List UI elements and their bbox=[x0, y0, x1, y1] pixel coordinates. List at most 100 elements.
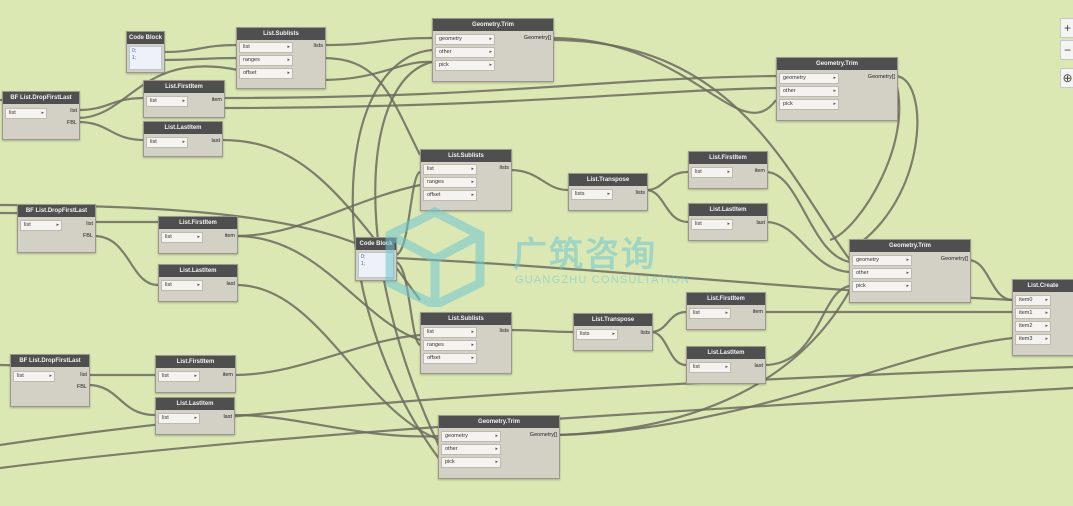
input-port[interactable]: offset bbox=[423, 190, 477, 201]
code-block-node[interactable]: Code Block 0;1; bbox=[126, 31, 165, 73]
output-port[interactable]: FBL bbox=[66, 120, 77, 126]
input-port[interactable]: list bbox=[161, 280, 203, 291]
input-port[interactable]: other bbox=[779, 86, 839, 97]
list-create-node[interactable]: List.Create item0 item1 item2 item3 bbox=[1012, 279, 1073, 356]
drop-first-last-node[interactable]: BF List.DropFirstLast list list FBL bbox=[10, 354, 90, 407]
input-port[interactable]: item1 bbox=[1015, 308, 1051, 319]
zoom-out-button[interactable]: − bbox=[1060, 40, 1073, 60]
output-port[interactable]: Geometry[] bbox=[523, 35, 551, 41]
last-item-node[interactable]: List.LastItem list last bbox=[143, 121, 223, 157]
input-port[interactable]: ranges bbox=[423, 340, 477, 351]
input-port[interactable]: list bbox=[423, 327, 477, 338]
transpose-node[interactable]: List.Transpose lists lists bbox=[568, 173, 648, 211]
first-item-node[interactable]: List.FirstItem list item bbox=[143, 80, 225, 118]
last-item-node[interactable]: List.LastItem list last bbox=[155, 397, 235, 435]
first-item-node[interactable]: List.FirstItem list item bbox=[688, 151, 768, 189]
output-port[interactable]: last bbox=[223, 414, 232, 420]
output-port[interactable]: FBL bbox=[76, 384, 87, 390]
last-item-node[interactable]: List.LastItem list last bbox=[688, 203, 768, 241]
wire bbox=[161, 56, 239, 62]
input-port[interactable]: list bbox=[158, 413, 200, 424]
geometry-trim-node[interactable]: Geometry.Trim geometry other pick Geomet… bbox=[438, 415, 560, 479]
input-port[interactable]: list bbox=[5, 108, 47, 119]
output-port[interactable]: lists bbox=[499, 165, 509, 171]
output-port[interactable]: lists bbox=[499, 328, 509, 334]
input-port[interactable]: list bbox=[691, 167, 733, 178]
input-port[interactable]: list bbox=[691, 219, 733, 230]
geometry-trim-node[interactable]: Geometry.Trim geometry other pick Geomet… bbox=[849, 239, 971, 303]
last-item-node[interactable]: List.LastItem list last bbox=[686, 346, 766, 384]
output-port[interactable]: list bbox=[70, 108, 77, 114]
input-port[interactable]: list bbox=[20, 220, 62, 231]
output-port[interactable]: last bbox=[226, 281, 235, 287]
input-port[interactable]: item0 bbox=[1015, 295, 1051, 306]
transpose-node[interactable]: List.Transpose lists lists bbox=[573, 313, 653, 351]
output-port[interactable]: Geometry[] bbox=[529, 432, 557, 438]
input-port[interactable]: other bbox=[441, 444, 501, 455]
last-item-node[interactable]: List.LastItem list last bbox=[158, 264, 238, 302]
input-port[interactable]: other bbox=[852, 268, 912, 279]
input-port[interactable]: list bbox=[239, 42, 293, 53]
drop-first-last-node[interactable]: BF List.DropFirstLast list list FBL bbox=[17, 204, 96, 253]
input-port[interactable]: ranges bbox=[239, 55, 293, 66]
output-port[interactable]: last bbox=[211, 138, 220, 144]
input-port[interactable]: lists bbox=[576, 329, 618, 340]
wire bbox=[233, 413, 441, 438]
output-port[interactable]: list bbox=[80, 372, 87, 378]
input-port[interactable]: ranges bbox=[423, 177, 477, 188]
input-port[interactable]: list bbox=[689, 308, 731, 319]
zoom-in-button[interactable]: + bbox=[1060, 18, 1073, 38]
output-port[interactable]: item bbox=[222, 372, 233, 378]
zoom-fit-button[interactable]: ⊕ bbox=[1060, 68, 1073, 88]
input-port[interactable]: list bbox=[423, 164, 477, 175]
geometry-trim-node[interactable]: Geometry.Trim geometry other pick Geomet… bbox=[432, 18, 554, 82]
wire bbox=[551, 36, 777, 114]
output-port[interactable]: lists bbox=[635, 190, 645, 196]
output-port[interactable]: item bbox=[754, 168, 765, 174]
input-port[interactable]: geometry bbox=[852, 255, 912, 266]
input-port[interactable]: geometry bbox=[441, 431, 501, 442]
input-port[interactable]: geometry bbox=[779, 73, 839, 84]
output-port[interactable]: item bbox=[224, 233, 235, 239]
first-item-node[interactable]: List.FirstItem list item bbox=[686, 292, 766, 330]
wire bbox=[351, 48, 441, 461]
output-port[interactable]: last bbox=[756, 220, 765, 226]
input-port[interactable]: pick bbox=[441, 457, 501, 468]
input-port[interactable]: pick bbox=[779, 99, 839, 110]
output-port[interactable]: list bbox=[86, 221, 93, 227]
output-port[interactable]: item bbox=[752, 309, 763, 315]
first-item-node[interactable]: List.FirstItem list item bbox=[155, 355, 236, 393]
sublists-node[interactable]: List.Sublists list ranges offset lists bbox=[236, 27, 326, 89]
input-port[interactable]: list bbox=[146, 137, 188, 148]
input-port[interactable]: list bbox=[161, 232, 203, 243]
output-port[interactable]: Geometry[] bbox=[867, 74, 895, 80]
output-port[interactable]: Geometry[] bbox=[940, 256, 968, 262]
output-port[interactable]: FBL bbox=[82, 233, 93, 239]
sublists-node[interactable]: List.Sublists list ranges offset lists bbox=[420, 149, 512, 211]
input-port[interactable]: geometry bbox=[435, 34, 495, 45]
wire bbox=[849, 74, 919, 251]
input-port[interactable]: list bbox=[158, 371, 200, 382]
code-editor[interactable]: 0;1; bbox=[129, 46, 162, 70]
input-port[interactable]: item3 bbox=[1015, 334, 1051, 345]
output-port[interactable]: lists bbox=[313, 43, 323, 49]
input-port[interactable]: pick bbox=[435, 60, 495, 71]
output-port[interactable]: last bbox=[754, 363, 763, 369]
input-port[interactable]: list bbox=[13, 371, 55, 382]
input-port[interactable]: list bbox=[146, 96, 188, 107]
input-port[interactable]: other bbox=[435, 47, 495, 58]
first-item-node[interactable]: List.FirstItem list item bbox=[158, 216, 238, 254]
output-port[interactable]: item bbox=[211, 97, 222, 103]
input-port[interactable]: pick bbox=[852, 281, 912, 292]
sublists-node[interactable]: List.Sublists list ranges offset lists bbox=[420, 312, 512, 374]
input-port[interactable]: item2 bbox=[1015, 321, 1051, 332]
input-port[interactable]: list bbox=[689, 362, 731, 373]
output-port[interactable]: lists bbox=[640, 330, 650, 336]
input-port[interactable]: offset bbox=[239, 68, 293, 79]
input-port[interactable]: offset bbox=[423, 353, 477, 364]
wire bbox=[0, 365, 1073, 447]
input-port[interactable]: lists bbox=[571, 189, 613, 200]
geometry-trim-node[interactable]: Geometry.Trim geometry other pick Geomet… bbox=[776, 57, 898, 121]
drop-first-last-node[interactable]: BF List.DropFirstLast list list FBL bbox=[2, 91, 80, 140]
